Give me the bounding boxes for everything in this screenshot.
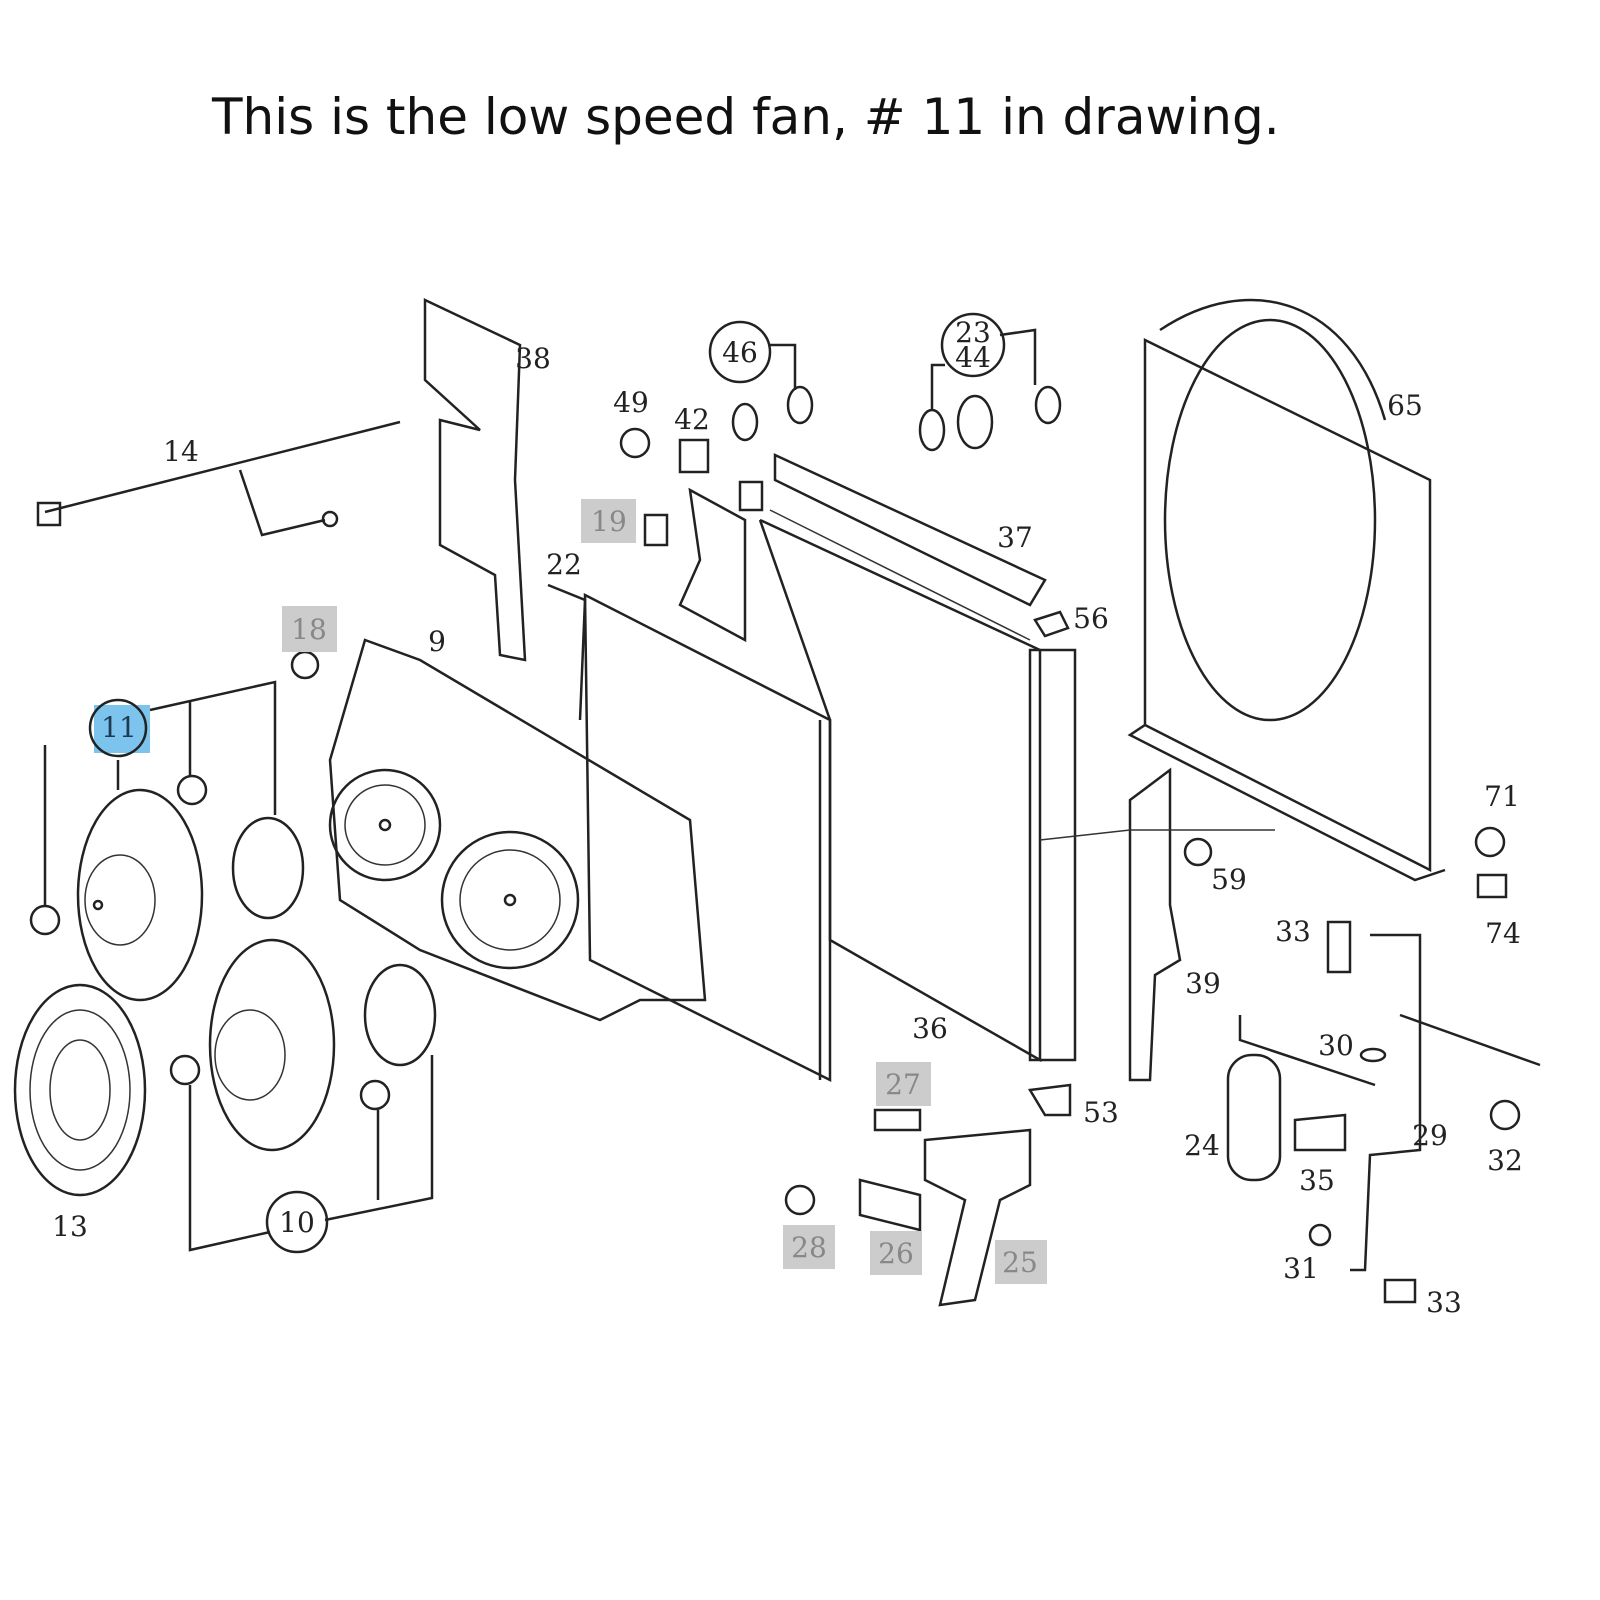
label-27[interactable]: 27 bbox=[885, 1068, 921, 1101]
label-28[interactable]: 28 bbox=[791, 1231, 827, 1264]
label-10[interactable]: 10 bbox=[279, 1206, 315, 1239]
label-11[interactable]: 11 bbox=[101, 711, 137, 744]
fan-shroud bbox=[328, 638, 707, 1022]
bracket-22 bbox=[547, 583, 587, 721]
label-22[interactable]: 22 bbox=[546, 548, 582, 581]
condenser bbox=[583, 592, 832, 1083]
fan-shroud-65 bbox=[1127, 298, 1446, 882]
label-35[interactable]: 35 bbox=[1299, 1164, 1335, 1197]
gray-box-18 bbox=[282, 606, 337, 652]
label-38[interactable]: 38 bbox=[515, 342, 551, 375]
label-74[interactable]: 74 bbox=[1485, 917, 1521, 950]
small-parts bbox=[290, 328, 1541, 1307]
gray-box-25 bbox=[995, 1240, 1047, 1284]
callout-circle-11 bbox=[88, 698, 148, 758]
cover-plate bbox=[678, 487, 747, 643]
label-31[interactable]: 31 bbox=[1283, 1252, 1319, 1285]
callout-circle-10 bbox=[265, 1190, 329, 1254]
callout-circle-46 bbox=[708, 320, 772, 384]
gray-box-28 bbox=[783, 1225, 835, 1269]
label-39[interactable]: 39 bbox=[1185, 967, 1221, 1000]
bracket-39 bbox=[1128, 767, 1182, 1082]
wiring-harness bbox=[36, 420, 401, 537]
label-33[interactable]: 33 bbox=[1275, 915, 1311, 948]
label-37[interactable]: 37 bbox=[997, 521, 1033, 554]
label-59[interactable]: 59 bbox=[1211, 863, 1247, 896]
fan-10 bbox=[169, 938, 437, 1252]
label-33-lower[interactable]: 33 bbox=[1426, 1286, 1462, 1319]
label-65[interactable]: 65 bbox=[1387, 389, 1423, 422]
caption: This is the low speed fan, # 11 in drawi… bbox=[212, 88, 1280, 146]
label-19[interactable]: 19 bbox=[591, 505, 627, 538]
label-9[interactable]: 9 bbox=[428, 625, 446, 658]
leader-59 bbox=[1039, 829, 1275, 841]
label-23[interactable]: 23 bbox=[955, 316, 991, 349]
label-13[interactable]: 13 bbox=[52, 1210, 88, 1243]
gray-box-27 bbox=[876, 1062, 931, 1106]
label-29[interactable]: 29 bbox=[1412, 1119, 1448, 1152]
label-56[interactable]: 56 bbox=[1073, 602, 1109, 635]
label-36[interactable]: 36 bbox=[912, 1012, 948, 1045]
label-18[interactable]: 18 bbox=[291, 613, 327, 646]
bracket-38 bbox=[423, 298, 527, 662]
label-30[interactable]: 30 bbox=[1318, 1029, 1354, 1062]
label-26[interactable]: 26 bbox=[878, 1237, 914, 1270]
label-25[interactable]: 25 bbox=[1002, 1246, 1038, 1279]
callout-circle-23-44 bbox=[940, 312, 1006, 378]
fan-guard-13 bbox=[13, 983, 147, 1197]
label-44[interactable]: 44 bbox=[955, 341, 991, 374]
label-14[interactable]: 14 bbox=[163, 435, 199, 468]
label-53[interactable]: 53 bbox=[1083, 1096, 1119, 1129]
label-24[interactable]: 24 bbox=[1184, 1129, 1220, 1162]
gray-box-26 bbox=[870, 1231, 922, 1275]
label-71[interactable]: 71 bbox=[1484, 780, 1520, 813]
label-32[interactable]: 32 bbox=[1487, 1144, 1523, 1177]
label-42[interactable]: 42 bbox=[674, 403, 710, 436]
label-49[interactable]: 49 bbox=[613, 386, 649, 419]
fan-11 bbox=[29, 680, 305, 1002]
label-46[interactable]: 46 bbox=[722, 336, 758, 369]
gray-box-19 bbox=[581, 499, 636, 543]
radiator bbox=[738, 453, 1077, 1063]
